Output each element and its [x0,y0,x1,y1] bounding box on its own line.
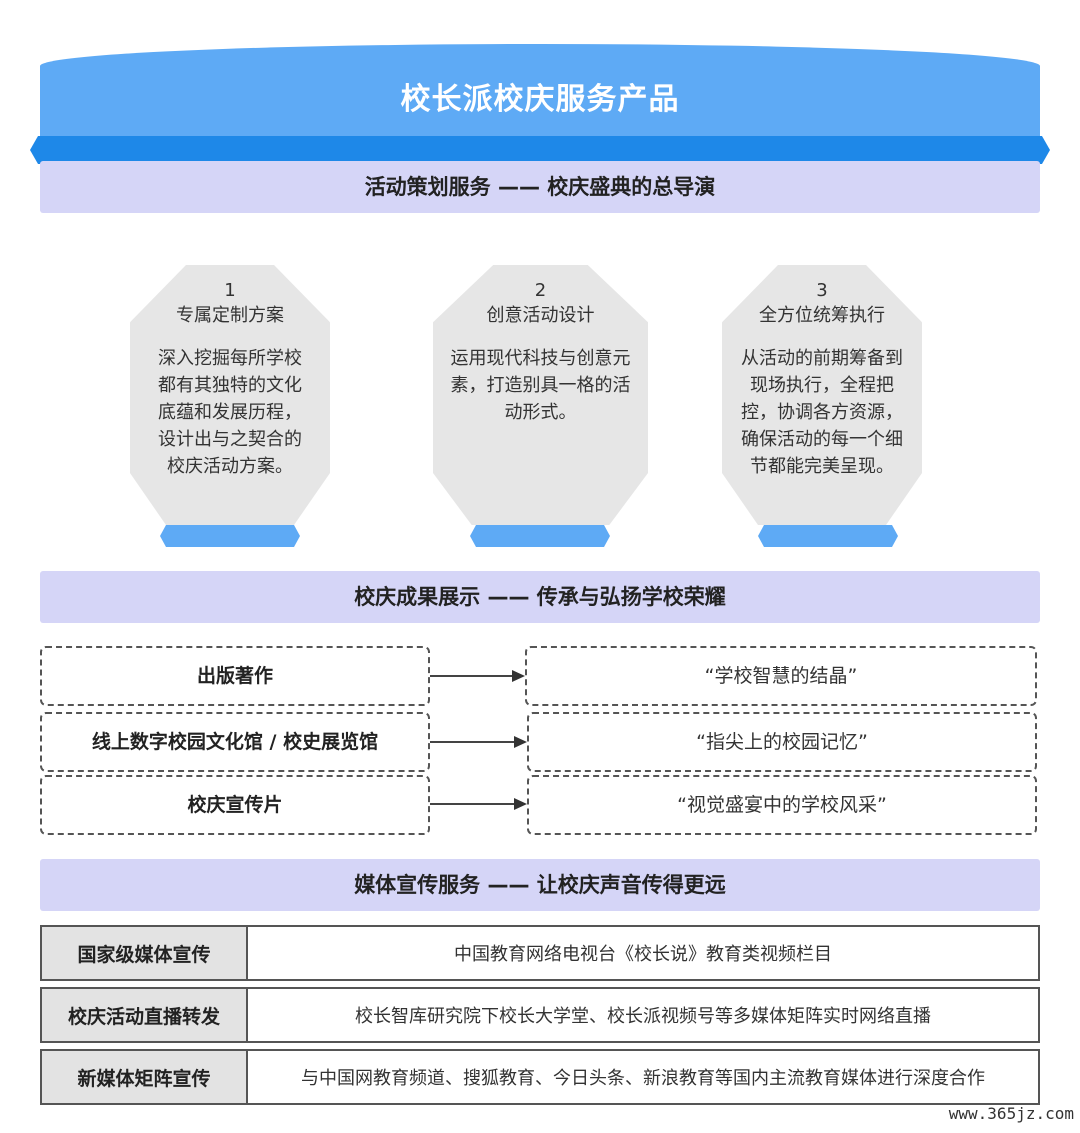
arrow-line [430,741,514,743]
showcase-result-publication: “学校智慧的结晶” [525,646,1037,706]
media-label: 校庆活动直播转发 [42,989,248,1041]
showcase-item-promo-video: 校庆宣传片 [40,775,430,835]
section-header-planning: 活动策划服务 —— 校庆盛典的总导演 [40,161,1040,213]
media-label: 新媒体矩阵宣传 [42,1051,248,1103]
media-table: 国家级媒体宣传 中国教育网络电视台《校长说》教育类视频栏目 校庆活动直播转发 校… [40,925,1040,1111]
card-number: 1 [224,280,236,301]
card-line: 素，打造别具一格的活 [450,375,631,396]
card-title: 全方位统筹执行 [759,305,885,326]
card-title: 专属定制方案 [176,305,284,326]
showcase-item-digital-museum: 线上数字校园文化馆 / 校史展览馆 [40,712,430,772]
arrow-line [430,675,512,677]
section-header-media: 媒体宣传服务 —— 让校庆声音传得更远 [40,859,1040,911]
table-row: 校庆活动直播转发 校长智库研究院下校长大学堂、校长派视频号等多媒体矩阵实时网络直… [40,987,1040,1043]
card-base [470,525,610,547]
arrow-right-icon [514,798,527,810]
table-row: 新媒体矩阵宣传 与中国网教育频道、搜狐教育、今日头条、新浪教育等国内主流教育媒体… [40,1049,1040,1105]
card-line: 深入挖掘每所学校 [158,348,302,369]
card-description: 从活动的前期筹备到 现场执行，全程把 控，协调各方资源， 确保活动的每一个细 节… [732,345,912,480]
arrow-right-icon [514,736,527,748]
card-number: 2 [534,280,547,301]
title-banner [40,44,1040,146]
card-line: 从活动的前期筹备到 [741,348,903,369]
card-base [160,525,300,547]
card-base [758,525,898,547]
media-label: 国家级媒体宣传 [42,927,248,979]
card-line: 确保活动的每一个细 [741,429,903,450]
watermark: www.365jz.com [948,1104,1074,1123]
table-row: 国家级媒体宣传 中国教育网络电视台《校长说》教育类视频栏目 [40,925,1040,981]
card-custom-plan: 1 专属定制方案 深入挖掘每所学校 都有其独特的文化 底蕴和发展历程， 设计出与… [130,265,330,525]
media-value: 中国教育网络电视台《校长说》教育类视频栏目 [454,944,832,965]
card-line: 校庆活动方案。 [167,456,293,477]
card-line: 设计出与之契合的 [158,429,302,450]
card-line: 底蕴和发展历程， [158,402,302,423]
title-banner-bar [30,136,1050,164]
card-line: 现场执行，全程把 [750,375,894,396]
card-line: 动形式。 [504,402,577,423]
arrow-line [430,803,514,805]
card-description: 运用现代科技与创意元 素，打造别具一格的活 动形式。 [443,345,638,426]
card-description: 深入挖掘每所学校 都有其独特的文化 底蕴和发展历程， 设计出与之契合的 校庆活动… [140,345,320,480]
card-line: 运用现代科技与创意元 [450,348,631,369]
showcase-item-publication: 出版著作 [40,646,430,706]
card-creative-design: 2 创意活动设计 运用现代科技与创意元 素，打造别具一格的活 动形式。 [433,265,648,525]
arrow-right-icon [512,670,525,682]
media-value: 校长智库研究院下校长大学堂、校长派视频号等多媒体矩阵实时网络直播 [355,1006,931,1027]
card-full-execution: 3 全方位统筹执行 从活动的前期筹备到 现场执行，全程把 控，协调各方资源， 确… [722,265,922,525]
showcase-result-digital-museum: “指尖上的校园记忆” [527,712,1037,772]
card-number: 3 [816,280,828,301]
card-title: 创意活动设计 [486,305,595,326]
card-line: 都有其独特的文化 [158,375,302,396]
card-line: 节都能完美呈现。 [750,456,894,477]
showcase-result-promo-video: “视觉盛宴中的学校风采” [527,775,1037,835]
page-title: 校长派校庆服务产品 [400,82,680,117]
media-value: 与中国网教育频道、搜狐教育、今日头条、新浪教育等国内主流教育媒体进行深度合作 [301,1068,985,1089]
section-header-showcase: 校庆成果展示 —— 传承与弘扬学校荣耀 [40,571,1040,623]
card-line: 控，协调各方资源， [741,402,903,423]
